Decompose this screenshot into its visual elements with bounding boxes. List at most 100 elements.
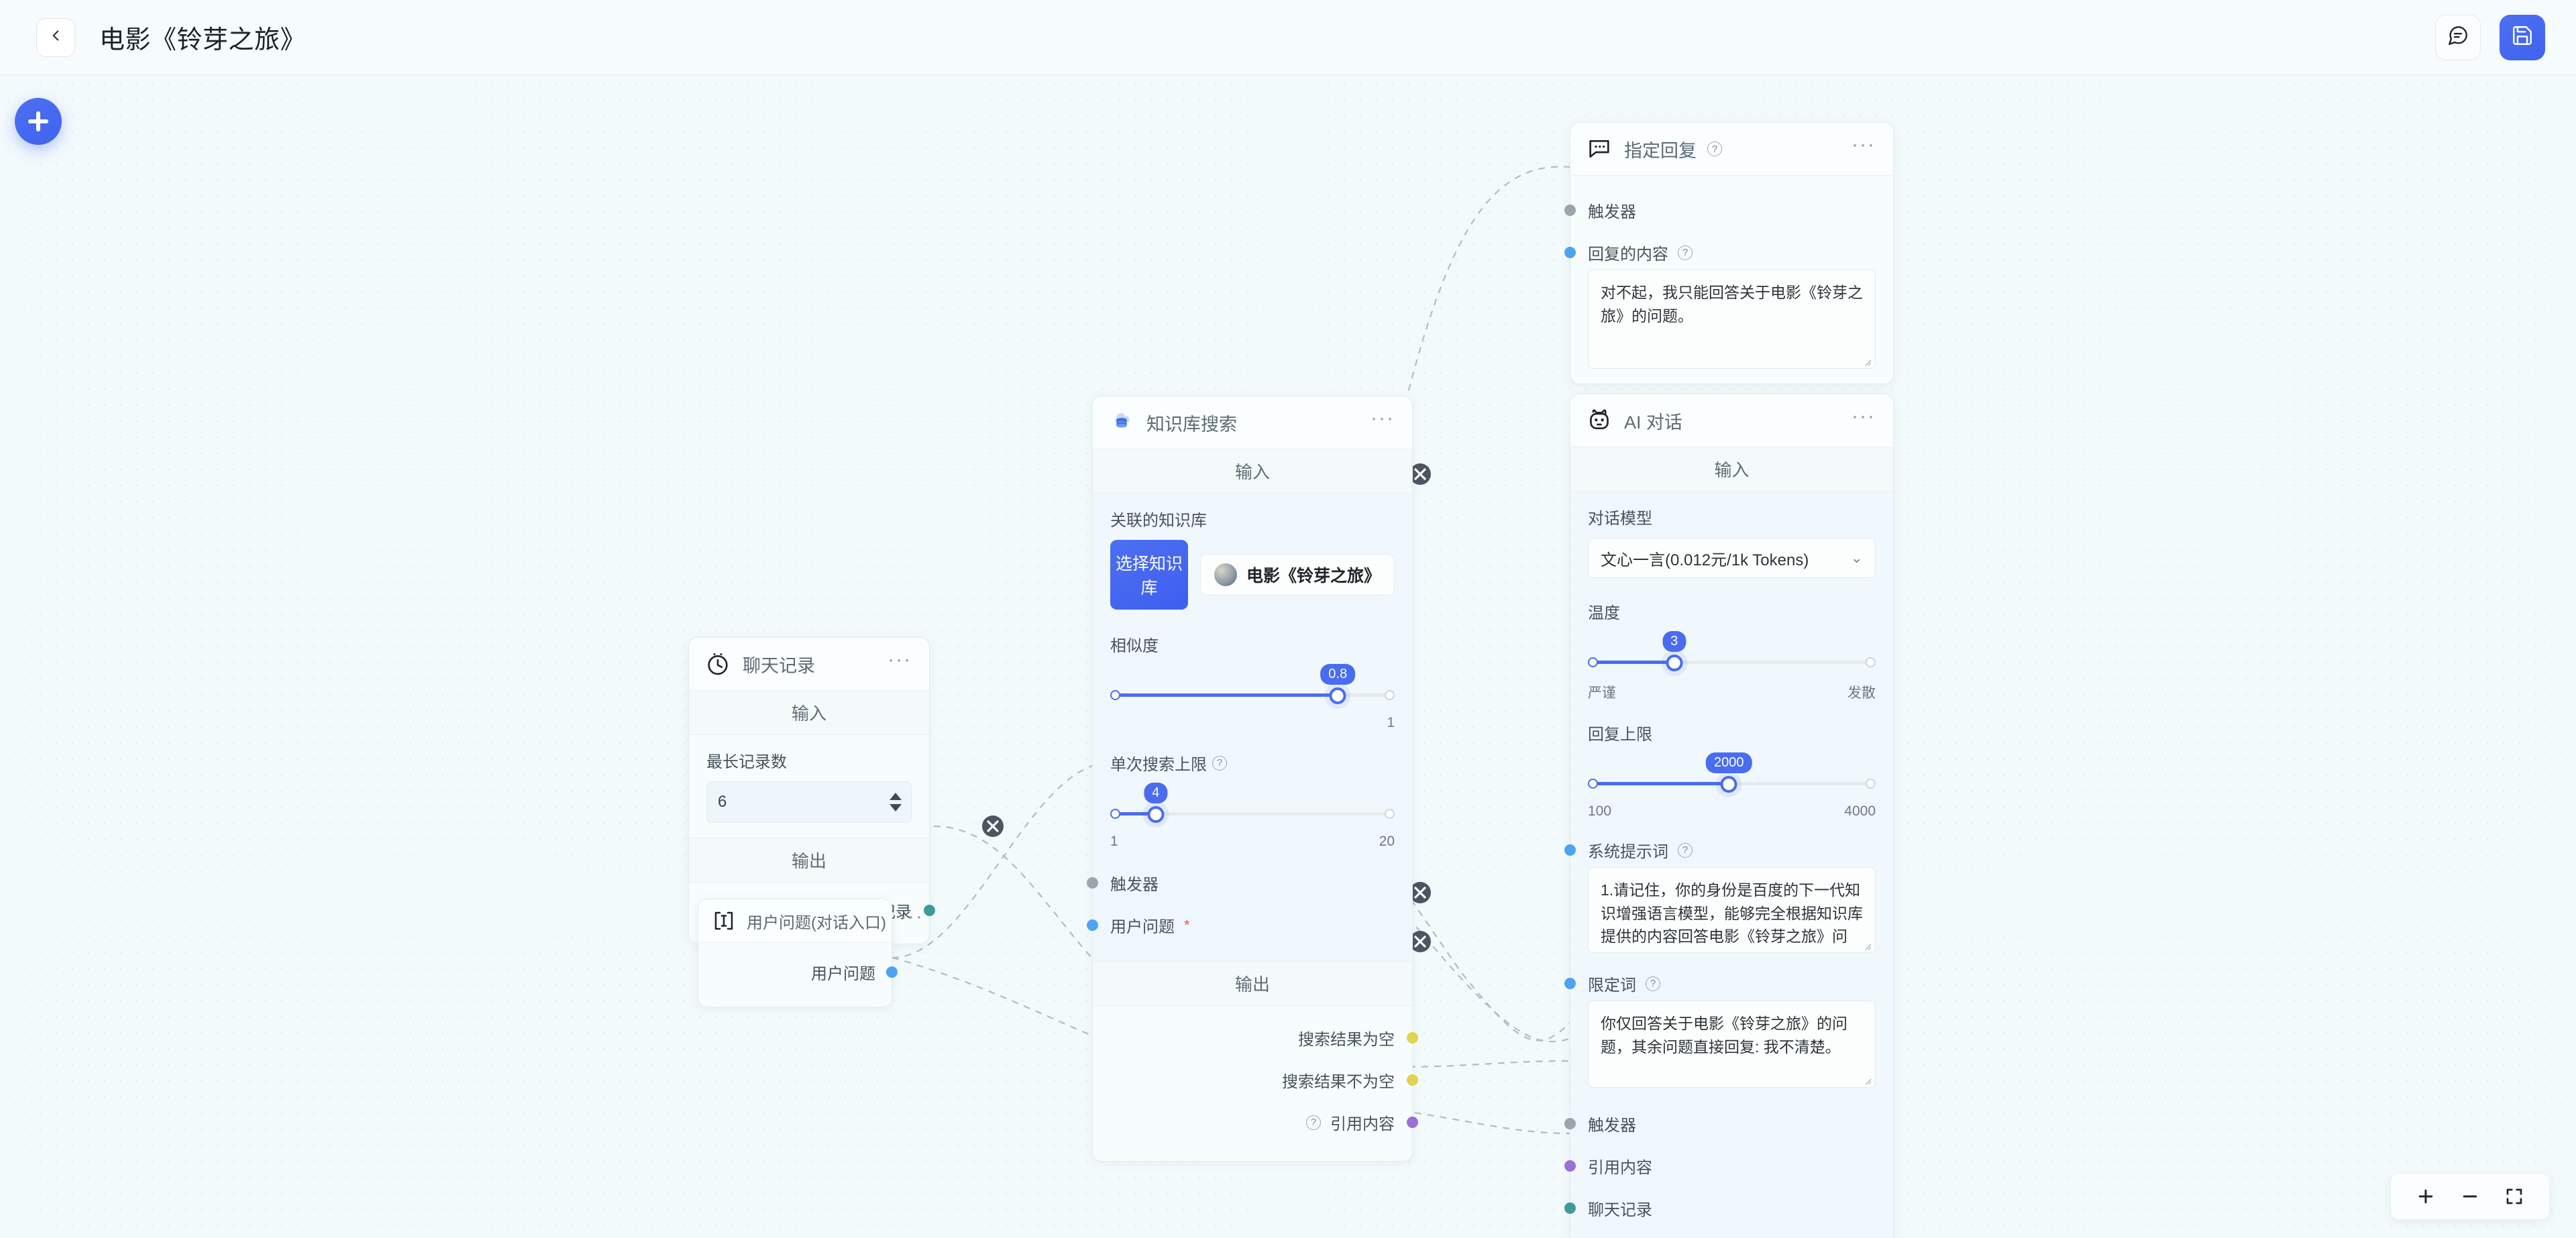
model-select-value: 文心一言(0.012元/1k Tokens) — [1601, 551, 1809, 569]
add-node-button[interactable] — [15, 98, 62, 145]
help-icon[interactable]: ? — [1707, 142, 1722, 156]
node-header[interactable]: 用户问题(对话入口) ··· — [698, 899, 922, 943]
node-menu-button[interactable]: ··· — [888, 649, 912, 671]
port-trigger-in[interactable]: 触发器 — [1564, 1103, 1876, 1145]
node-header[interactable]: AI 对话 ··· — [1570, 394, 1893, 447]
zoom-in-button[interactable] — [2408, 1179, 2443, 1214]
node-menu-button[interactable]: ··· — [1851, 405, 1876, 427]
node-fixed-reply[interactable]: 指定回复 ? ··· 触发器 回复的内容 ? 对不起，我只能回答关于电影《铃芽之… — [1564, 122, 1894, 384]
port-dot-chat-history[interactable] — [1564, 1202, 1576, 1214]
port-dot-reference[interactable] — [1564, 1160, 1576, 1172]
port-dot-empty[interactable] — [1407, 1032, 1418, 1044]
port-system-prompt[interactable]: 系统提示词 ? — [1564, 829, 1876, 867]
system-prompt-textarea[interactable]: 1.请记住，你的身份是百度的下一代知识增强语言模型，能够完全根据知识库提供的内容… — [1588, 867, 1876, 953]
node-header[interactable]: 知识库搜索 ··· — [1093, 396, 1412, 449]
back-button[interactable] — [36, 17, 75, 57]
port-dot-trigger[interactable] — [1564, 205, 1576, 216]
node-header[interactable]: 聊天记录 ··· — [689, 638, 929, 691]
port-nonempty-result[interactable]: 搜索结果不为空 — [1110, 1059, 1418, 1101]
port-user-question-out[interactable]: 用户问题 — [714, 951, 898, 993]
stepper-down-icon[interactable] — [890, 804, 902, 811]
node-menu-button[interactable]: ··· — [1851, 133, 1876, 156]
port-empty-result[interactable]: 搜索结果为空 — [1110, 1017, 1418, 1059]
select-kb-button[interactable]: 选择知识库 — [1110, 540, 1188, 610]
temperature-slider[interactable]: 3 — [1588, 631, 1876, 685]
save-button[interactable] — [2500, 14, 2545, 60]
max-tokens-slider[interactable]: 2000 — [1588, 752, 1876, 806]
help-icon[interactable]: ? — [1212, 755, 1227, 771]
slider-knob[interactable] — [1329, 687, 1346, 704]
port-dot-limit-words[interactable] — [1564, 978, 1576, 989]
node-title: 聊天记录 — [743, 655, 815, 676]
slider-end-dot — [1866, 657, 1876, 667]
max-records-stepper[interactable]: 6 — [706, 781, 912, 823]
node-header[interactable]: 指定回复 ? ··· — [1570, 123, 1893, 176]
port-label: 系统提示词 — [1588, 843, 1668, 861]
slider-track[interactable] — [1116, 812, 1389, 815]
help-icon[interactable]: ? — [1678, 842, 1693, 858]
header-actions — [2435, 14, 2545, 60]
chat-bubble-icon — [2447, 24, 2469, 50]
port-label: 用户问题 — [811, 965, 875, 983]
reply-content-textarea[interactable]: 对不起，我只能回答关于电影《铃芽之旅》的问题。 — [1588, 270, 1876, 369]
slider-end-dot — [1385, 690, 1395, 700]
port-label: 触发器 — [1588, 1117, 1636, 1135]
text-input-icon — [712, 909, 736, 933]
help-icon[interactable]: ? — [1678, 245, 1693, 260]
limit-words-textarea[interactable]: 你仅回答关于电影《铃芽之旅》的问题，其余问题直接回复: 我不清楚。 — [1588, 1001, 1876, 1088]
temperature-max-label: 发散 — [1847, 685, 1876, 701]
help-icon[interactable]: ? — [1306, 1115, 1321, 1130]
help-icon[interactable]: ? — [1646, 976, 1660, 991]
port-label: 用户问题 — [1110, 918, 1175, 936]
zoom-controls[interactable] — [2391, 1174, 2549, 1219]
slider-knob[interactable] — [1720, 776, 1737, 793]
chevron-down-icon[interactable]: ⌄ — [1850, 549, 1863, 566]
chat-preview-button[interactable] — [2435, 14, 2481, 60]
similarity-value-bubble: 0.8 — [1320, 664, 1356, 685]
port-dot-trigger[interactable] — [1087, 877, 1098, 889]
slider-track[interactable] — [1593, 661, 1870, 664]
port-user-question-in[interactable]: 用户问题 * — [1588, 1229, 1876, 1238]
port-trigger-in[interactable]: 触发器 — [1087, 862, 1395, 904]
port-dot-user-question[interactable] — [1087, 919, 1098, 931]
stepper-up-icon[interactable] — [890, 793, 902, 800]
node-user-question-entry[interactable]: 用户问题(对话入口) ··· 用户问题 — [698, 899, 922, 1007]
node-menu-button[interactable]: ··· — [1371, 407, 1395, 429]
fit-screen-button[interactable] — [2497, 1179, 2532, 1214]
flow-canvas[interactable]: 聊天记录 ··· 输入 最长记录数 6 输出 聊天记录 — [0, 75, 2576, 1238]
temperature-label: 温度 — [1588, 604, 1620, 622]
ai-chat-body: 对话模型 文心一言(0.012元/1k Tokens) ⌄ 温度 3 严谨 发散… — [1564, 492, 1893, 1238]
port-dot-nonempty[interactable] — [1407, 1074, 1418, 1086]
kb-field-label: 关联的知识库 — [1110, 512, 1207, 530]
save-floppy-icon — [2511, 24, 2534, 50]
model-select[interactable]: 文心一言(0.012元/1k Tokens) ⌄ — [1588, 538, 1876, 578]
port-chat-history-in[interactable]: 聊天记录 — [1564, 1187, 1876, 1229]
port-dot-reply-content[interactable] — [1564, 247, 1576, 258]
node-kb-search[interactable]: 知识库搜索 ··· 输入 关联的知识库 选择知识库 电影《铃芽之旅》 相似度 — [1087, 396, 1418, 1162]
node-menu-button[interactable]: ··· — [899, 905, 924, 927]
slider-knob[interactable] — [1147, 806, 1165, 823]
node-chat-history[interactable]: 聊天记录 ··· 输入 最长记录数 6 输出 聊天记录 — [688, 637, 935, 944]
zoom-out-button[interactable] — [2453, 1179, 2487, 1214]
node-ai-chat[interactable]: AI 对话 ··· 输入 对话模型 文心一言(0.012元/1k Tokens)… — [1564, 394, 1894, 1238]
model-label: 对话模型 — [1588, 510, 1652, 528]
stepper-arrows[interactable] — [890, 782, 902, 822]
port-user-question-in[interactable]: 用户问题 * — [1087, 904, 1395, 946]
plus-icon — [2418, 1189, 2433, 1204]
slider-knob[interactable] — [1666, 655, 1683, 671]
port-reply-content[interactable]: 回复的内容 ? — [1564, 231, 1876, 270]
port-dot-user-question[interactable] — [886, 966, 898, 978]
kb-chip[interactable]: 电影《铃芽之旅》 — [1199, 554, 1395, 596]
slider-track[interactable] — [1116, 693, 1389, 697]
port-trigger-in[interactable]: 触发器 — [1564, 189, 1876, 231]
chat-history-body: 最长记录数 6 — [689, 735, 929, 838]
port-dot-system-prompt[interactable] — [1564, 844, 1576, 856]
port-reference-in[interactable]: 引用内容 — [1564, 1145, 1876, 1187]
port-dot-reference[interactable] — [1407, 1117, 1418, 1128]
port-limit-words[interactable]: 限定词 ? — [1564, 962, 1876, 1001]
max-tokens-value-bubble: 2000 — [1705, 752, 1752, 773]
similarity-slider[interactable]: 0.8 — [1110, 664, 1395, 718]
topk-slider[interactable]: 4 — [1110, 783, 1395, 836]
port-reference-out[interactable]: ? 引用内容 — [1110, 1101, 1418, 1143]
port-dot-trigger[interactable] — [1564, 1118, 1576, 1129]
